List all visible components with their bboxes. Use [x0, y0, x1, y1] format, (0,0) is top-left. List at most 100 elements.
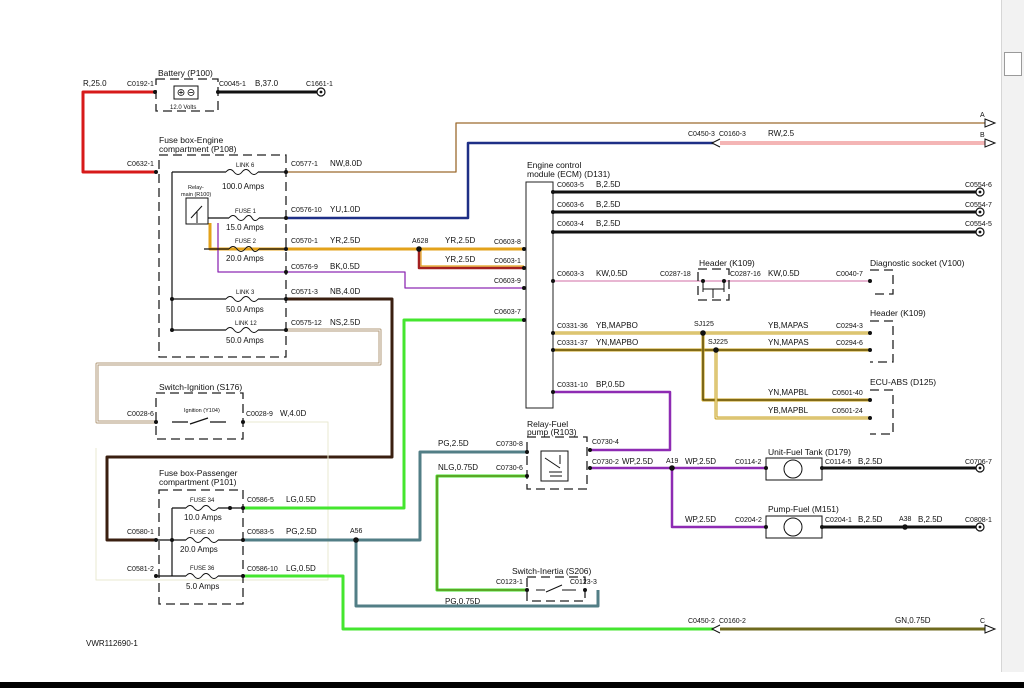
fuse2-symbol	[228, 246, 260, 252]
label-wire-yb-mapbo: YB,MAPBO	[596, 321, 638, 330]
label-fuse1: FUSE 1	[235, 209, 257, 215]
label-c0160-3: C0160-3	[719, 131, 746, 138]
label-wire-yb-mapas: YB,MAPAS	[768, 321, 808, 330]
conn-dot	[241, 538, 245, 542]
label-relay-main-1: Relay-	[188, 185, 204, 191]
label-c0570-1: C0570-1	[291, 238, 318, 245]
link3-symbol	[225, 296, 259, 302]
conn-dot	[284, 297, 288, 301]
label-c1661-1: C1661-1	[306, 81, 333, 88]
label-wire-wp25-b: WP,2.5D	[685, 457, 716, 466]
wires	[81, 90, 985, 631]
wire-pg25-up	[356, 450, 527, 542]
wire-yb-mapbl-core	[715, 350, 870, 419]
fuse-symbols	[185, 169, 260, 579]
label-wire-nw8: NW,8.0D	[330, 159, 362, 168]
label-c0114-5: C0114-5	[825, 459, 851, 466]
label-sj125: SJ125	[694, 321, 714, 328]
conn-dot	[551, 230, 555, 234]
label-c0730-8: C0730-8	[496, 441, 523, 448]
label-fusebox-pass-2: compartment (P101)	[159, 477, 237, 487]
label-a38: A38	[899, 516, 912, 523]
conn-dot	[868, 348, 872, 352]
wire-nb4	[105, 297, 394, 542]
plug-c0450-2	[710, 624, 721, 634]
label-wire-yu1: YU,1.0D	[330, 205, 360, 214]
label-c0028-6: C0028-6	[127, 411, 154, 418]
label-c0501-24: C0501-24	[832, 408, 863, 415]
label-c0580-1: C0580-1	[127, 529, 154, 536]
conn-dot	[588, 466, 592, 470]
label-c0730-4: C0730-4	[592, 439, 619, 446]
switch-inertia-contact	[536, 584, 576, 593]
conn-dot	[154, 574, 158, 578]
label-c0554-7: C0554-7	[965, 202, 992, 209]
wire-nlg075-core	[436, 475, 527, 591]
label-wire-pg075: PG,0.75D	[445, 597, 480, 606]
label-c0586-10: C0586-10	[247, 566, 278, 573]
label-c0028-9: C0028-9	[246, 411, 273, 418]
label-wire-b37: B,37.0	[255, 79, 279, 88]
arrow-b	[984, 138, 997, 148]
label-c0632-1: C0632-1	[127, 161, 154, 168]
conn-dot	[551, 331, 555, 335]
label-edge-a: A	[980, 112, 985, 119]
label-c0160-2: C0160-2	[719, 618, 746, 625]
label-wire-b25-a: B,2.5D	[596, 180, 621, 189]
label-relay-main-2: main (R100)	[181, 192, 211, 198]
label-c0577-1: C0577-1	[291, 161, 318, 168]
vertical-scrollbar[interactable]	[1001, 0, 1024, 672]
components	[155, 78, 894, 605]
splice-a38	[902, 524, 908, 530]
label-c0576-9: C0576-9	[291, 264, 318, 271]
label-wire-b25-d: B,2.5D	[858, 457, 883, 466]
label-wire-wp25-a: WP,2.5D	[622, 457, 653, 466]
label-link6: LINK 6	[236, 163, 255, 169]
wire-yn-mapbl-core	[702, 333, 870, 401]
labels: Battery (P100) 12.0 Volts Fuse box-Engin…	[83, 68, 992, 648]
label-c0808-1: C0808-1	[965, 517, 992, 524]
label-wire-wp25-c: WP,2.5D	[685, 515, 716, 524]
label-header-k109-b: Header (K109)	[870, 308, 926, 318]
label-fuse20: FUSE 20	[190, 530, 215, 536]
label-a19: A19	[666, 458, 679, 465]
header-k109-a-box	[697, 268, 730, 301]
label-pump-fuel: Pump-Fuel (M151)	[768, 504, 839, 514]
label-c0603-4: C0603-4	[557, 221, 584, 228]
label-ecm-2: module (ECM) (D131)	[527, 169, 610, 179]
label-c0331-37: C0331-37	[557, 340, 588, 347]
label-c0554-5: C0554-5	[965, 221, 992, 228]
label-c0603-5: C0603-5	[557, 182, 584, 189]
pump-fuel-motor	[783, 517, 803, 537]
wire-yr25-branch	[417, 249, 524, 270]
scrollbar-thumb[interactable]	[1004, 52, 1022, 76]
label-c0450-3: C0450-3	[688, 131, 715, 138]
label-fuse20-amps: 20.0 Amps	[180, 545, 218, 554]
label-wire-yn-mapas: YN,MAPAS	[768, 338, 809, 347]
conn-dot	[820, 525, 824, 529]
wire-bk05	[217, 223, 524, 289]
eyelet-core	[319, 90, 323, 94]
label-wire-ns25: NS,2.5D	[330, 318, 360, 327]
splice-sj225	[713, 347, 719, 353]
label-c0603-9: C0603-9	[494, 278, 521, 285]
label-edge-c: C	[980, 618, 985, 625]
conn-dot	[284, 247, 288, 251]
wire-ns25-core	[96, 329, 381, 423]
label-fuse36-amps: 5.0 Amps	[186, 582, 219, 591]
label-diag-socket: Diagnostic socket (V100)	[870, 258, 965, 268]
label-fuse36: FUSE 36	[190, 566, 215, 572]
label-edge-b: B	[980, 132, 985, 139]
eyelet-core	[978, 525, 982, 529]
conn-dot	[820, 466, 824, 470]
bottom-edge-bar	[0, 682, 1024, 688]
fusebox-engine-links	[258, 171, 286, 331]
label-c0040-7: C0040-7	[836, 271, 863, 278]
label-c0571-3: C0571-3	[291, 289, 318, 296]
label-wire-b25-e: B,2.5D	[858, 515, 883, 524]
label-link3: LINK 3	[236, 290, 255, 296]
eyelet-terminals	[316, 87, 985, 532]
label-wire-b25-f: B,2.5D	[918, 515, 943, 524]
label-c0730-6: C0730-6	[496, 465, 523, 472]
wiring-diagram: Battery (P100) 12.0 Volts Fuse box-Engin…	[81, 68, 997, 648]
